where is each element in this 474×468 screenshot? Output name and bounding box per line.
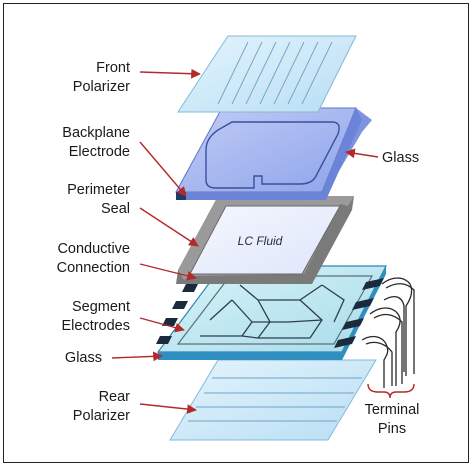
arrow-front-polarizer — [139, 68, 201, 79]
arrow-glass-bottom — [111, 351, 163, 362]
front-polarizer — [177, 35, 357, 113]
labels: Front Polarizer Backplane Electrode Glas… — [57, 60, 420, 437]
rear-polarizer — [169, 359, 377, 441]
label-segment-electrodes-2: Electrodes — [61, 318, 130, 334]
label-conductive-connection-1: Conductive — [57, 241, 130, 257]
arrow-perimeter-seal — [139, 207, 199, 247]
terminal-pins-bracket — [367, 383, 415, 399]
label-perimeter-seal-1: Perimeter — [67, 182, 130, 198]
label-terminal-pins-2: Pins — [378, 421, 406, 437]
backplane-electrode-trace — [205, 121, 340, 189]
terminal-pins — [361, 277, 415, 388]
perimeter-seal: LC Fluid — [176, 196, 354, 284]
label-segment-electrodes-1: Segment — [72, 299, 130, 315]
label-rear-polarizer-2: Polarizer — [73, 408, 130, 424]
label-rear-polarizer-1: Rear — [99, 389, 131, 405]
pointer-arrows — [111, 68, 379, 414]
segment-electrode-pattern — [200, 284, 345, 339]
arrow-glass-top — [345, 148, 379, 159]
label-conductive-connection-2: Connection — [57, 260, 130, 276]
label-terminal-pins-1: Terminal — [365, 402, 420, 418]
lc-fluid-label: LC Fluid — [238, 234, 283, 248]
top-glass-plate — [175, 107, 372, 200]
label-front-polarizer-2: Polarizer — [73, 79, 130, 95]
label-front-polarizer-1: Front — [96, 60, 130, 76]
left-electrode-pads — [156, 284, 198, 344]
label-glass-bottom: Glass — [65, 350, 102, 366]
label-backplane-electrode-2: Electrode — [69, 144, 130, 160]
label-glass-top: Glass — [382, 150, 419, 166]
arrow-rear-polarizer — [139, 403, 197, 414]
arrow-backplane-electrode — [139, 141, 187, 197]
arrow-conductive-connection — [139, 263, 197, 281]
label-backplane-electrode-1: Backplane — [62, 125, 130, 141]
arrow-segment-electrodes — [139, 317, 185, 333]
label-perimeter-seal-2: Seal — [101, 201, 130, 217]
right-electrode-pads — [334, 278, 384, 348]
